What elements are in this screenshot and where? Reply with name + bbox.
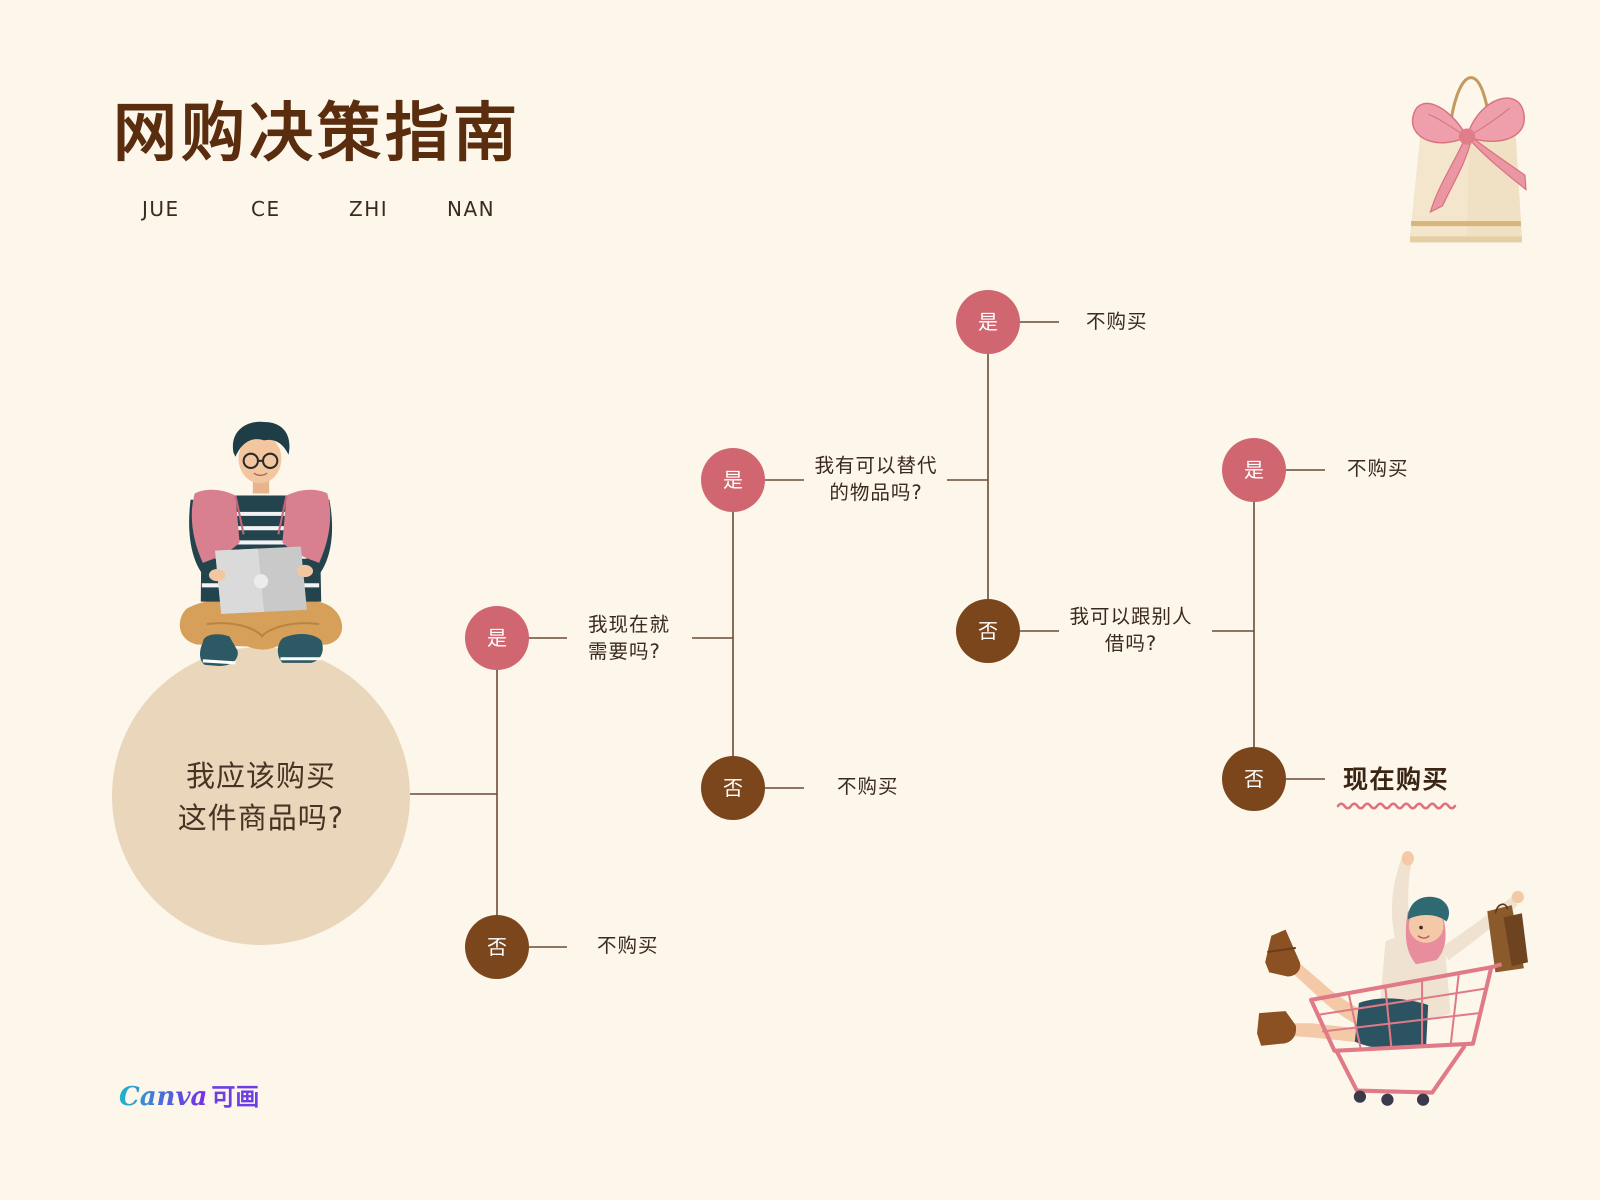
pinyin-jue: JUE bbox=[142, 197, 180, 221]
pinyin-zhi: ZHI bbox=[349, 197, 389, 221]
step2-no-node: 否 bbox=[701, 756, 765, 820]
step1-yes-question: 我现在就 需要吗? bbox=[588, 611, 670, 665]
step4-no-node: 否 bbox=[1222, 747, 1286, 811]
step2-yes-question-line2: 的物品吗? bbox=[829, 481, 923, 504]
gift-bag-with-bow-icon bbox=[1410, 76, 1527, 243]
step1-no-node: 否 bbox=[465, 915, 529, 979]
step4-no-result-buy-now: 现在购买 bbox=[1343, 765, 1450, 794]
step3-no-question-line2: 借吗? bbox=[1104, 632, 1158, 655]
step3-yes-node: 是 bbox=[956, 290, 1020, 354]
step2-yes-node: 是 bbox=[701, 448, 765, 512]
step3-no-question-line1: 我可以跟别人 bbox=[1069, 605, 1193, 628]
canva-logo-latin: Canva bbox=[119, 1082, 208, 1112]
page-title: 网购决策指南 bbox=[113, 97, 521, 171]
pinyin-nan: NAN bbox=[447, 197, 496, 221]
step3-yes-result: 不购买 bbox=[1086, 310, 1148, 333]
highlight-wave-underline bbox=[1336, 802, 1457, 810]
step2-yes-question: 我有可以替代 的物品吗? bbox=[801, 452, 951, 506]
start-question-line1: 我应该购买 bbox=[185, 759, 336, 793]
step1-no-result: 不购买 bbox=[597, 934, 659, 957]
step3-no-node: 否 bbox=[956, 599, 1020, 663]
start-question-line2: 这件商品吗? bbox=[177, 801, 345, 835]
step1-yes-question-line2: 需要吗? bbox=[588, 640, 661, 663]
pinyin-ce: CE bbox=[251, 197, 281, 221]
step4-yes-node: 是 bbox=[1222, 438, 1286, 502]
step3-no-question: 我可以跟别人 借吗? bbox=[1056, 603, 1206, 657]
step1-yes-node: 是 bbox=[465, 606, 529, 670]
canva-logo-cn: 可画 bbox=[211, 1083, 260, 1111]
man-with-laptop-icon bbox=[179, 421, 343, 667]
step4-yes-result: 不购买 bbox=[1347, 457, 1409, 480]
step2-yes-question-line1: 我有可以替代 bbox=[814, 454, 938, 477]
start-question: 我应该购买 这件商品吗? bbox=[112, 755, 410, 839]
step2-no-result: 不购买 bbox=[837, 775, 899, 798]
woman-in-shopping-cart-icon bbox=[1257, 851, 1528, 1106]
start-circle bbox=[112, 647, 410, 945]
step1-yes-question-line1: 我现在就 bbox=[588, 613, 671, 636]
